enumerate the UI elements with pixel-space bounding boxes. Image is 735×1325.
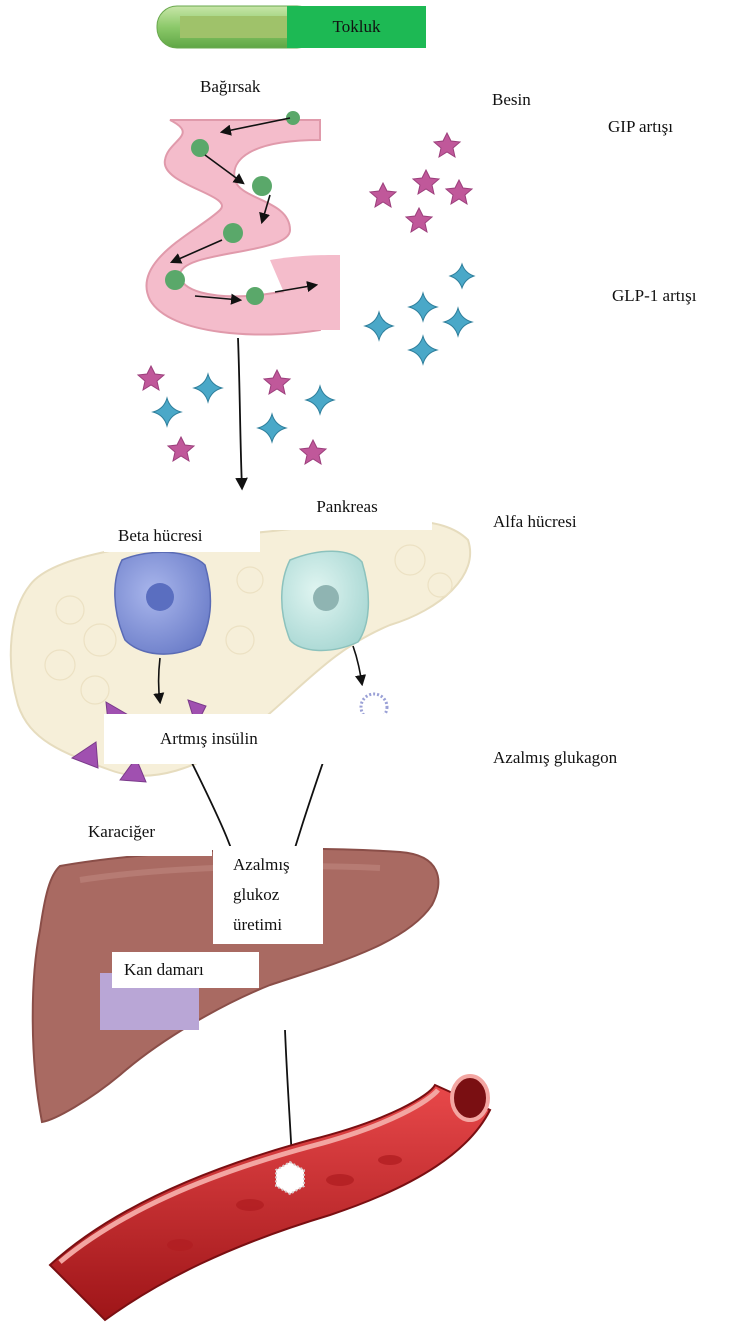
pancreas-label: Pankreas xyxy=(262,484,432,530)
decreased-glucose-production-label: Azalmış glukoz üretimi xyxy=(213,846,323,944)
glp1-increase-label: GLP-1 artışı xyxy=(612,285,697,307)
gip-increase-label: GIP artışı xyxy=(608,116,673,138)
liver-to-vessel-arrow xyxy=(285,1030,292,1160)
intestine-to-pancreas-arrow xyxy=(238,338,242,488)
glucose-label-line-3: üretimi xyxy=(233,910,323,940)
blood-vessel-illustration xyxy=(50,1076,490,1320)
decreased-glucagon-label: Azalmış glukagon xyxy=(493,747,617,769)
beta-cell-label: Beta hücresi xyxy=(104,516,260,552)
food-label: Besin xyxy=(492,89,531,111)
blood-vessel-label: Kan damarı xyxy=(112,952,259,988)
liver-label: Karaciğer xyxy=(72,808,212,856)
alpha-cell-label: Alfa hücresi xyxy=(493,511,577,533)
glucose-label-line-2: glukoz xyxy=(233,880,323,910)
intestine-illustration xyxy=(146,111,340,335)
satiety-header: Tokluk xyxy=(287,6,426,48)
increased-insulin-label: Artmış insülin xyxy=(104,714,386,764)
glucose-label-line-1: Azalmış xyxy=(233,850,323,880)
intestine-label: Bağırsak xyxy=(188,68,320,106)
